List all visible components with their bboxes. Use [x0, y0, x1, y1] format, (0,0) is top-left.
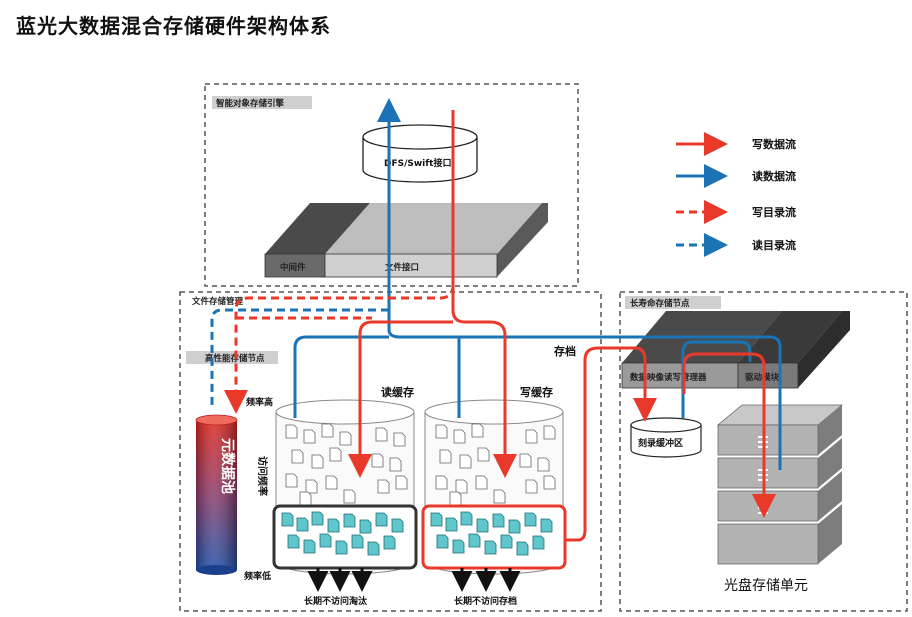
dfs-swift-interface: DFS/Swift接口	[362, 124, 478, 183]
read-cache-label: 读缓存	[381, 385, 414, 399]
write-flow-readcache	[348, 320, 453, 478]
long-node-tab	[625, 296, 721, 309]
legend-write-data: 写数据流	[752, 137, 796, 151]
metadata-pool-label: 元数据池	[219, 438, 236, 494]
write-cache-cylinder: 写缓存	[421, 385, 567, 575]
freq-low-label: 频率低	[244, 570, 271, 582]
read-cache-cylinder: 读缓存	[272, 385, 418, 575]
driver-label: 驱动模块	[745, 372, 780, 383]
middleware-label: 中间件	[280, 262, 306, 273]
read-flow-main	[387, 329, 782, 470]
mapper-label: 数据映像读写管理器	[630, 372, 707, 383]
legend-read-dir: 读目录流	[752, 238, 796, 252]
optical-drive-tray	[717, 504, 842, 565]
legend-read-data: 读数据流	[752, 169, 796, 183]
interface-label: DFS/Swift接口	[384, 157, 452, 169]
write-flow-optical	[682, 352, 776, 518]
page-title: 蓝光大数据混合存储硬件架构体系	[16, 14, 331, 38]
read-flow-readcache	[293, 335, 389, 418]
write-flow-down	[451, 110, 517, 478]
write-cache-label: 写缓存	[520, 385, 553, 399]
access-freq-axis-label: 访问频率	[256, 456, 269, 496]
long-node-box	[619, 291, 908, 612]
archive-label: 存档	[554, 344, 576, 358]
evict-arrows	[307, 568, 373, 592]
metadata-pool: 元数据池	[195, 414, 238, 575]
write-flow-archive	[565, 346, 657, 542]
read-flow-buffer	[681, 340, 752, 418]
read-cache-out-label: 长期不访问淘汰	[304, 595, 368, 607]
read-dir-flow	[210, 308, 389, 408]
archive-out-arrows	[451, 568, 521, 592]
engine-box	[204, 83, 579, 287]
optical-label: 光盘存储单元	[724, 577, 808, 594]
burn-buffer: 刻录缓冲区	[630, 417, 702, 458]
engine-label: 智能对象存储引擎	[215, 98, 285, 109]
file-mgmt-label: 文件存储管理	[192, 296, 244, 307]
optical-drive-tray	[717, 438, 842, 489]
legend: 写数据流 读数据流 写目录流 读目录流	[676, 132, 796, 257]
engine-tab	[212, 96, 312, 109]
burn-buffer-label: 刻录缓冲区	[638, 437, 683, 449]
legend-write-dir: 写目录流	[752, 205, 796, 219]
write-dir-flow	[224, 284, 455, 414]
hp-node-tab	[186, 351, 278, 364]
freq-high-label: 频率高	[246, 396, 273, 408]
file-interface-label: 文件接口	[385, 262, 419, 273]
write-cache-out-label: 长期不访问存档	[454, 595, 517, 607]
long-node-slab: 数据映像读写管理器 驱动模块	[621, 311, 850, 389]
long-node-label: 长寿命存储节点	[630, 298, 690, 309]
server-slab: 中间件 文件接口	[264, 203, 548, 278]
